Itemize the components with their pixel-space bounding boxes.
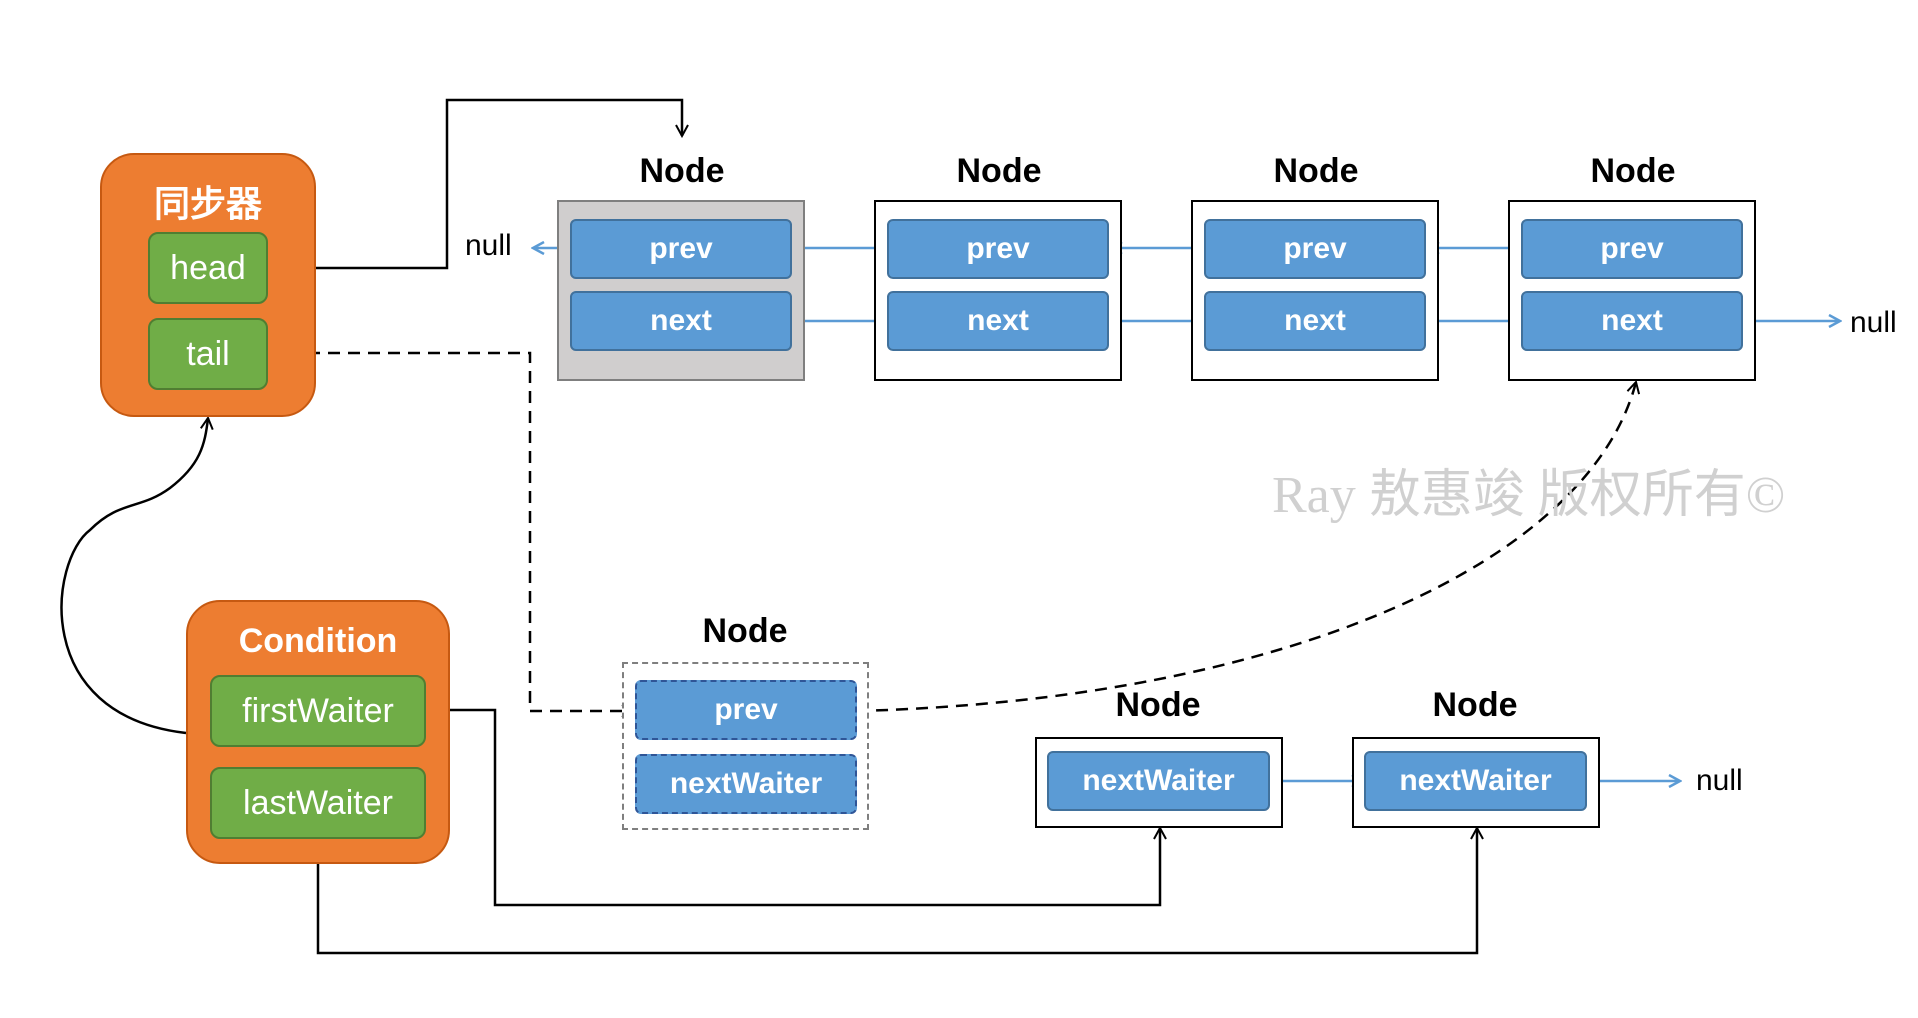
sync-node-1-title: Node	[639, 152, 725, 190]
sync-node-3-title: Node	[1273, 152, 1359, 190]
sync-node-3-next: next	[1204, 291, 1426, 351]
head-pointer-arrow	[268, 98, 682, 270]
tail-pointer-arrow	[268, 351, 633, 711]
sync-node-4-next: next	[1521, 291, 1743, 351]
sync-node-4-title: Node	[1590, 152, 1676, 190]
moved-node-prev: prev	[635, 680, 857, 740]
moved-node-title: Node	[702, 612, 788, 650]
condition-null-label: null	[1696, 764, 1743, 797]
tail-field: tail	[148, 318, 268, 390]
null-left-label: null	[465, 229, 512, 262]
last-waiter-field: lastWaiter	[210, 767, 426, 839]
sync-node-2-next: next	[887, 291, 1109, 351]
null-right-label: null	[1850, 306, 1897, 339]
condition-to-sync-arrow	[60, 418, 208, 735]
sync-node-3-prev: prev	[1204, 219, 1426, 279]
condition-title: Condition	[238, 622, 398, 660]
watermark: Ray 敖惠竣 版权所有©	[1272, 467, 1786, 524]
sync-node-2-prev: prev	[887, 219, 1109, 279]
condition-node-1-next-waiter: nextWaiter	[1047, 751, 1270, 811]
moved-prev-arrow	[855, 382, 1636, 713]
moved-node-next-waiter: nextWaiter	[635, 754, 857, 814]
sync-node-4-prev: prev	[1521, 219, 1743, 279]
synchronizer-title: 同步器	[153, 183, 262, 224]
first-waiter-field: firstWaiter	[210, 675, 426, 747]
last-waiter-arrow	[316, 828, 1477, 955]
condition-node-2-next-waiter: nextWaiter	[1364, 751, 1587, 811]
first-waiter-arrow	[426, 708, 1160, 907]
sync-node-1-prev: prev	[570, 219, 792, 279]
sync-node-1-next: next	[570, 291, 792, 351]
condition-node-2-title: Node	[1432, 686, 1518, 724]
sync-node-2-title: Node	[956, 152, 1042, 190]
head-field: head	[148, 232, 268, 304]
condition-node-1-title: Node	[1115, 686, 1201, 724]
